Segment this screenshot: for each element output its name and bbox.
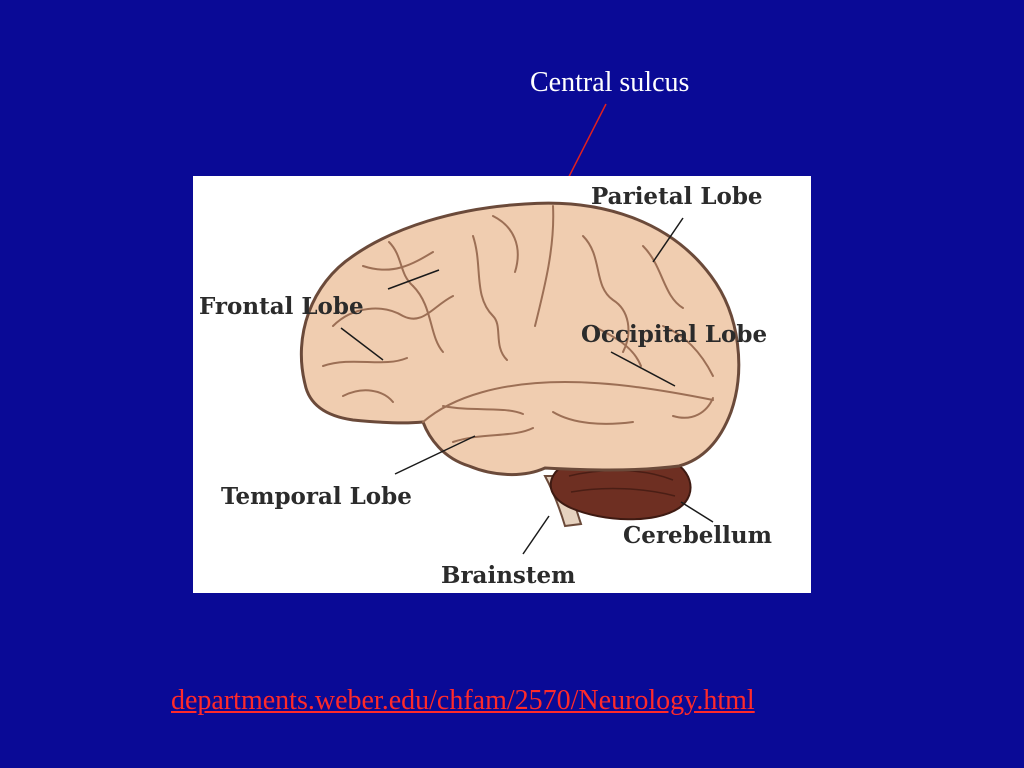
brain-illustration (299, 201, 741, 555)
label-occipital-lobe: Occipital Lobe (581, 321, 768, 348)
label-cerebellum: Cerebellum (623, 522, 772, 549)
occipital-leader (610, 351, 676, 387)
parietal-leader (652, 217, 684, 263)
frontal-leader-1 (387, 269, 440, 290)
brain-diagram: Parietal Lobe Frontal Lobe Occipital Lob… (193, 176, 811, 593)
brainstem-leader (522, 515, 550, 555)
source-link[interactable]: departments.weber.edu/chfam/2570/Neurolo… (171, 685, 755, 716)
temporal-leader (394, 435, 476, 475)
label-parietal-lobe: Parietal Lobe (591, 183, 763, 210)
label-brainstem: Brainstem (441, 562, 576, 589)
central-sulcus-callout: Central sulcus (530, 67, 690, 98)
label-frontal-lobe: Frontal Lobe (199, 293, 364, 320)
frontal-leader-2 (340, 327, 384, 361)
cerebellum-leader (680, 501, 714, 523)
label-temporal-lobe: Temporal Lobe (221, 483, 412, 510)
